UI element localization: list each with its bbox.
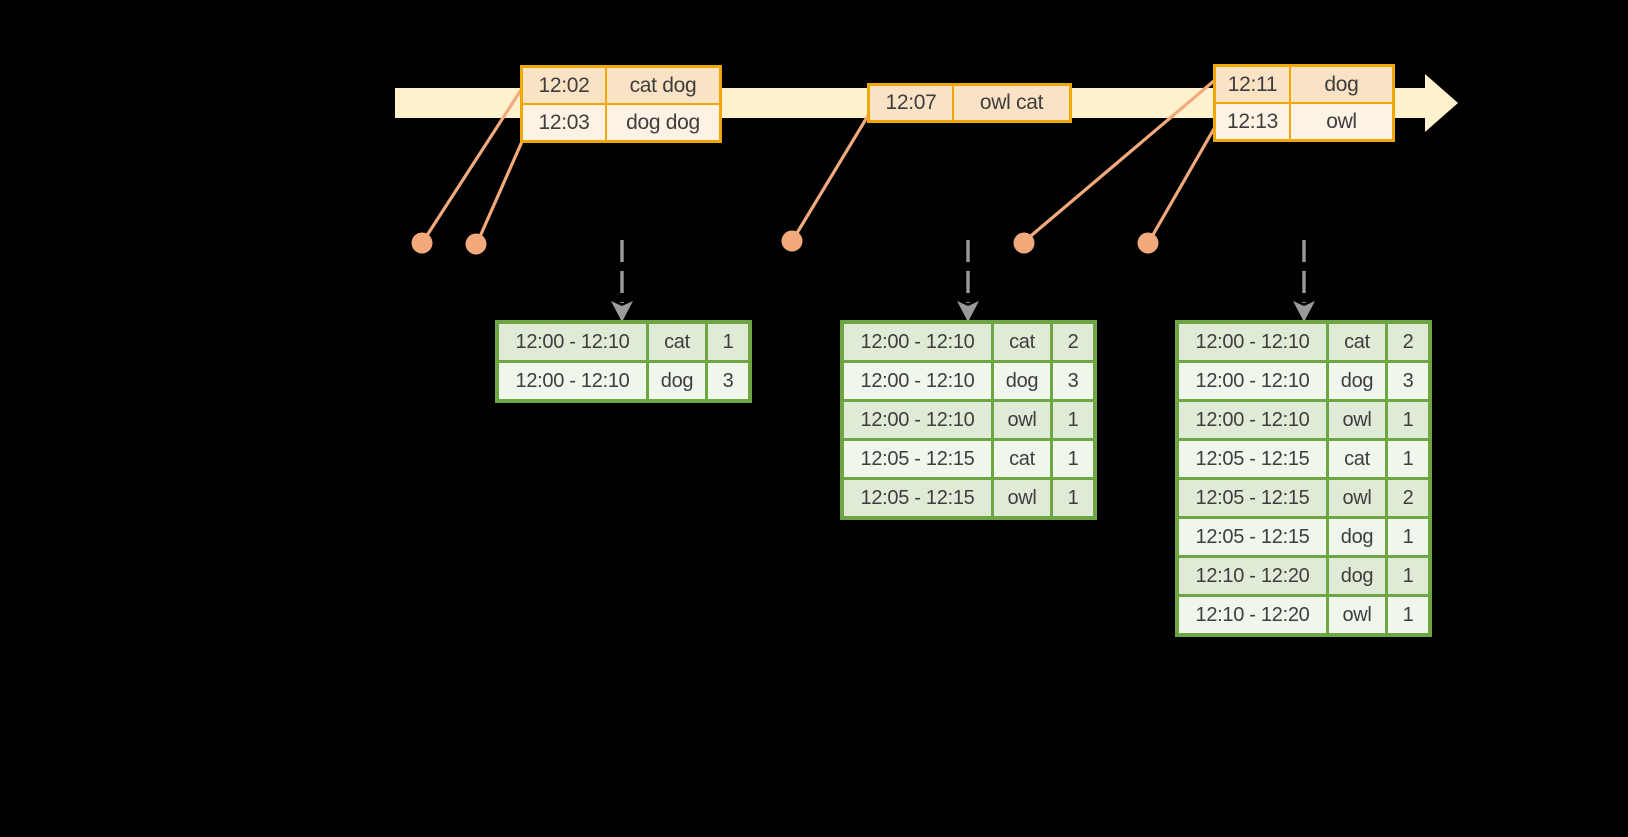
result-cell: dog [649,363,705,399]
event-cell: 12:02 [523,68,605,103]
result-cell: 12:05 - 12:15 [844,480,991,516]
result-cell: cat [994,441,1050,477]
result-cell: dog [994,363,1050,399]
event-marker-dot [781,230,803,252]
result-cell: 1 [1388,402,1428,438]
result-cell: 12:00 - 12:10 [499,363,646,399]
result-cell: dog [1329,519,1385,555]
result-cell: 12:10 - 12:20 [1179,558,1326,594]
result-cell: 12:00 - 12:10 [844,324,991,360]
trigger-arrowhead-icon [1293,301,1315,322]
timeline-arrowhead-icon [1425,74,1458,132]
result-cell: owl [1329,402,1385,438]
trigger-arrowhead-icon [611,301,633,322]
event-connector-line [1148,126,1217,241]
result-cell: 2 [1388,324,1428,360]
result-cell: 3 [1388,363,1428,399]
result-cell: cat [994,324,1050,360]
result-cell: cat [1329,441,1385,477]
event-cell: dog [1291,67,1392,102]
result-cell: cat [1329,324,1385,360]
trigger-arrowhead-icon [957,301,979,322]
event-marker-dot [1137,232,1159,254]
result-cell: 1 [1053,441,1093,477]
event-connector-line [792,113,871,239]
result-cell: cat [649,324,705,360]
result-cell: owl [994,480,1050,516]
result-cell: 2 [1388,480,1428,516]
result-cell: dog [1329,363,1385,399]
result-cell: 12:00 - 12:10 [1179,363,1326,399]
event-marker-dot [465,233,487,255]
result-cell: 3 [1053,363,1093,399]
result-cell: 12:05 - 12:15 [1179,441,1326,477]
event-connector-line [476,136,526,242]
result-cell: owl [994,402,1050,438]
result-cell: 12:05 - 12:15 [1179,480,1326,516]
result-cell: 12:00 - 12:10 [844,363,991,399]
event-connector-line [422,89,523,241]
event-cell: 12:13 [1216,104,1289,139]
event-cell: owl [1291,104,1392,139]
result-cell: 2 [1053,324,1093,360]
event-cell: 12:03 [523,105,605,140]
result-cell: 12:05 - 12:15 [844,441,991,477]
result-cell: 12:00 - 12:10 [1179,324,1326,360]
result-cell: 1 [1388,597,1428,633]
result-cell: 12:05 - 12:15 [1179,519,1326,555]
result-cell: 1 [1388,519,1428,555]
event-cell: owl cat [954,86,1069,120]
event-marker-dot [411,232,433,254]
result-cell: 1 [708,324,748,360]
result-cell: 1 [1053,402,1093,438]
event-connector-line [1024,78,1217,242]
result-cell: 12:00 - 12:10 [1179,402,1326,438]
result-cell: 1 [1388,441,1428,477]
result-cell: owl [1329,480,1385,516]
result-cell: 12:00 - 12:10 [499,324,646,360]
result-cell: 1 [1053,480,1093,516]
event-cell: 12:11 [1216,67,1289,102]
event-marker-dot [1013,232,1035,254]
result-cell: 3 [708,363,748,399]
result-cell: 12:10 - 12:20 [1179,597,1326,633]
result-cell: owl [1329,597,1385,633]
result-cell: 1 [1388,558,1428,594]
result-cell: dog [1329,558,1385,594]
event-cell: 12:07 [870,86,952,120]
event-cell: dog dog [607,105,719,140]
result-cell: 12:00 - 12:10 [844,402,991,438]
event-cell: cat dog [607,68,719,103]
